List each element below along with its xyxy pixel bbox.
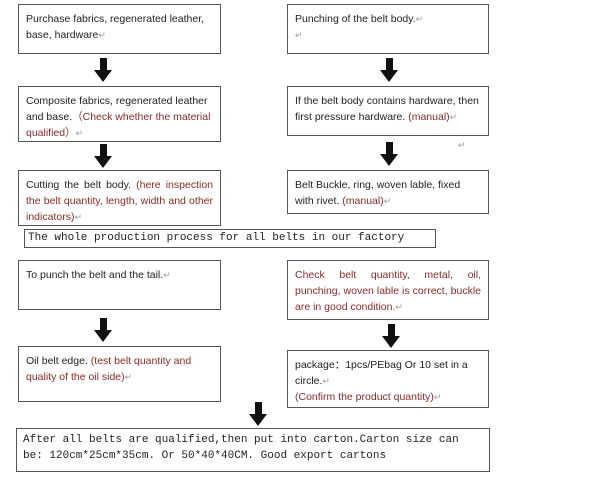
arrow-down-icon — [380, 58, 398, 82]
step-package: package：1pcs/PEbag Or 10 set in a circle… — [287, 350, 489, 408]
step-oil-edge: Oil belt edge. (test belt quantity and q… — [18, 346, 221, 402]
step-final: After all belts are qualified,then put i… — [16, 428, 490, 472]
return-mark: ↵ — [74, 212, 82, 222]
return-mark: ↵ — [383, 196, 392, 206]
step-final-text: After all belts are qualified,then put i… — [23, 434, 459, 462]
step-punch-tail: To punch the belt and the tail.↵ — [18, 260, 221, 310]
step-punching-body-text: Punching of the belt body. — [295, 13, 416, 25]
return-mark: ↵ — [433, 392, 442, 402]
return-mark: ↵ — [458, 140, 466, 150]
step-purchase-text: Purchase fabrics, regenerated leather, b… — [26, 13, 205, 41]
arrow-down-icon — [94, 144, 112, 168]
step-buckle: Belt Buckle, ring, woven lable, fixed wi… — [287, 170, 489, 214]
step-oil-edge-note: (test belt quantity and quality of the o… — [26, 355, 192, 383]
step-check: Check belt quantity, metal, oil, punchin… — [287, 260, 489, 320]
arrow-down-icon — [94, 318, 112, 342]
arrow-down-icon — [94, 58, 112, 82]
step-composite-note: （Check whether the material qualified） — [26, 111, 211, 139]
return-mark: ↵ — [322, 376, 330, 386]
step-pressure: If the belt body contains hardware, then… — [287, 86, 489, 136]
step-pressure-note: (manual) — [408, 111, 450, 123]
step-punching-body: Punching of the belt body.↵ ↵ — [287, 4, 489, 54]
step-buckle-note: (manual) — [342, 195, 384, 207]
step-package-note: (Confirm the product quantity) — [295, 391, 434, 403]
step-oil-edge-text: Oil belt edge. — [26, 355, 88, 367]
step-pressure-text: If the belt body contains hardware, then… — [295, 95, 479, 123]
process-banner: The whole production process for all bel… — [24, 229, 436, 248]
return-mark: ↵ — [449, 112, 458, 122]
arrow-down-icon — [380, 142, 398, 166]
step-punch-tail-text: To punch the belt and the tail. — [26, 269, 164, 281]
return-mark: ↵ — [75, 128, 84, 138]
step-buckle-text: Belt Buckle, ring, woven lable, fixed wi… — [295, 179, 461, 207]
return-mark: ↵ — [124, 372, 133, 382]
step-package-text: package：1pcs/PEbag Or 10 set in a circle… — [295, 359, 468, 387]
arrow-down-icon — [249, 402, 267, 426]
return-mark: ↵ — [415, 14, 424, 24]
step-cutting-note: (here inspection the belt quantity, leng… — [26, 179, 214, 223]
step-composite: Composite fabrics, regenerated leather a… — [18, 86, 221, 142]
return-mark: ↵ — [163, 270, 171, 280]
step-check-note: Check belt quantity, metal, oil, punchin… — [295, 269, 481, 313]
return-mark: ↵ — [295, 30, 303, 40]
step-cutting-text: Cutting the belt body. — [26, 179, 131, 191]
process-banner-text: The whole production process for all bel… — [28, 232, 405, 244]
return-mark: ↵ — [98, 30, 106, 40]
return-mark: ↵ — [395, 302, 403, 312]
step-composite-text: Composite fabrics, regenerated leather a… — [26, 95, 208, 123]
arrow-down-icon — [382, 324, 400, 348]
step-purchase: Purchase fabrics, regenerated leather, b… — [18, 4, 221, 54]
step-cutting: Cutting the belt body. (here inspection … — [18, 170, 221, 226]
